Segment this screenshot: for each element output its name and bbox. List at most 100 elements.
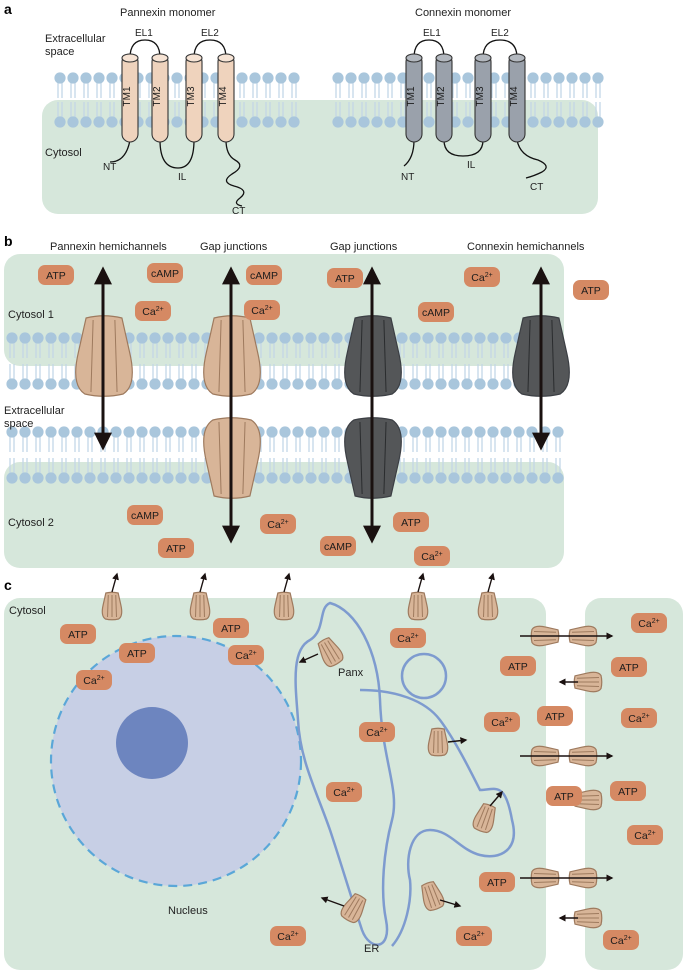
lipid-head bbox=[448, 332, 460, 344]
cytosol-2-label: Cytosol 2 bbox=[8, 517, 54, 529]
lipid-head bbox=[175, 378, 187, 390]
connexin-nt-label: NT bbox=[401, 172, 414, 183]
lipid-head bbox=[448, 426, 460, 438]
panel-b-ca-15: Ca2+ bbox=[414, 546, 450, 566]
cell-2-bilayer bbox=[6, 426, 564, 484]
panel-a-cytosol-label: Cytosol bbox=[45, 147, 82, 159]
molecule-bg bbox=[38, 265, 74, 285]
connexin-tm-4: TM4 bbox=[508, 53, 526, 143]
molecule-label: Ca2+ bbox=[267, 519, 288, 531]
cell-2-hemichannel-1 bbox=[573, 671, 603, 693]
molecule-bg bbox=[326, 782, 362, 802]
subunit-line bbox=[344, 896, 357, 916]
lipid-head bbox=[45, 332, 57, 344]
lipid-head bbox=[71, 426, 83, 438]
lipid-head bbox=[305, 472, 317, 484]
lipid-head bbox=[84, 426, 96, 438]
lipid-head bbox=[266, 472, 278, 484]
helix-label: TM3 bbox=[186, 86, 197, 106]
molecule-label: Ca2+ bbox=[491, 717, 512, 729]
lipid-head bbox=[188, 378, 200, 390]
subunit-line bbox=[431, 884, 441, 905]
lipid-head bbox=[275, 72, 287, 84]
lipid-head bbox=[19, 332, 31, 344]
subunit-line bbox=[90, 319, 94, 393]
lipid-head bbox=[136, 472, 148, 484]
subunit-line bbox=[533, 751, 557, 753]
panel-a-letter: a bbox=[4, 1, 12, 17]
panel-c-atp-11: ATP bbox=[537, 706, 573, 726]
er-pannexin-5 bbox=[340, 892, 367, 924]
er-pannexin-2 bbox=[427, 727, 449, 757]
lipid-head bbox=[279, 378, 291, 390]
lipid-head bbox=[80, 72, 92, 84]
subunit-line bbox=[287, 594, 289, 618]
panel-c-ca-15: Ca2+ bbox=[456, 926, 492, 946]
panel-c-ca-4: Ca2+ bbox=[228, 645, 264, 665]
molecule-label: Ca2+ bbox=[610, 935, 631, 947]
lipid-head bbox=[318, 378, 330, 390]
lipid-head bbox=[149, 378, 161, 390]
lipid-head bbox=[19, 472, 31, 484]
helix-label: TM4 bbox=[509, 86, 520, 106]
lipid-head bbox=[553, 116, 565, 128]
molecule-label: Ca2+ bbox=[277, 931, 298, 943]
lipid-head bbox=[566, 116, 578, 128]
panel-c-ca-6: Ca2+ bbox=[390, 628, 426, 648]
panel-c-ca-8: Ca2+ bbox=[326, 782, 362, 802]
helix-label: TM2 bbox=[436, 86, 447, 106]
molecule-bg bbox=[359, 722, 395, 742]
panel-c-ca-16: Ca2+ bbox=[631, 613, 667, 633]
molecule-label: Ca2+ bbox=[251, 305, 272, 317]
lipid-head bbox=[32, 472, 44, 484]
subunit-line bbox=[413, 594, 415, 618]
molecule-bg bbox=[627, 825, 663, 845]
subunit-line bbox=[421, 594, 423, 618]
pannexin-monomer-title: Pannexin monomer bbox=[120, 7, 216, 19]
lipid-head bbox=[149, 332, 161, 344]
lipid-head bbox=[58, 472, 70, 484]
molecule-bg bbox=[244, 300, 280, 320]
panel-c-atp-2: ATP bbox=[213, 618, 249, 638]
panel-c-ca-18: Ca2+ bbox=[621, 708, 657, 728]
lipid-head bbox=[266, 332, 278, 344]
channel-body bbox=[421, 881, 445, 912]
lipid-head bbox=[54, 72, 66, 84]
er-pannexin-arrow-4 bbox=[439, 899, 462, 908]
lipid-head bbox=[45, 426, 57, 438]
lipid-head bbox=[331, 426, 343, 438]
lipid-head bbox=[552, 472, 564, 484]
lipid-head bbox=[236, 72, 248, 84]
subunit-line bbox=[484, 808, 493, 831]
molecule-bg bbox=[147, 263, 183, 283]
panel-c-atp-3: ATP bbox=[119, 643, 155, 663]
molecule-label: ATP bbox=[166, 543, 186, 555]
pannexin-tm-2: TM2 bbox=[151, 53, 169, 143]
lipid-head bbox=[6, 378, 18, 390]
panel-c-atp-19: ATP bbox=[610, 781, 646, 801]
pannexin-il-label: IL bbox=[178, 172, 187, 183]
helix-label: TM1 bbox=[122, 86, 133, 106]
lipid-head bbox=[552, 426, 564, 438]
plasma-membrane-pannexin-1 bbox=[101, 591, 123, 621]
lipid-head bbox=[249, 116, 261, 128]
lipid-head bbox=[188, 472, 200, 484]
lipid-head bbox=[45, 378, 57, 390]
subunit-line bbox=[359, 319, 363, 393]
lipid-head bbox=[136, 378, 148, 390]
lipid-head bbox=[332, 116, 344, 128]
lipid-head bbox=[396, 472, 408, 484]
panel-b-atp-1: ATP bbox=[38, 265, 74, 285]
connexin-el1-label: EL1 bbox=[423, 28, 441, 39]
connexin-monomer-title: Connexin monomer bbox=[415, 7, 511, 19]
molecule-bg bbox=[418, 302, 454, 322]
lipid-head bbox=[123, 472, 135, 484]
lipid-head bbox=[474, 426, 486, 438]
lipid-head bbox=[123, 426, 135, 438]
panel-a-extracellular-label-2: space bbox=[45, 46, 74, 58]
pannexin-tm-3: TM3 bbox=[185, 53, 203, 143]
lipid-head bbox=[262, 116, 274, 128]
